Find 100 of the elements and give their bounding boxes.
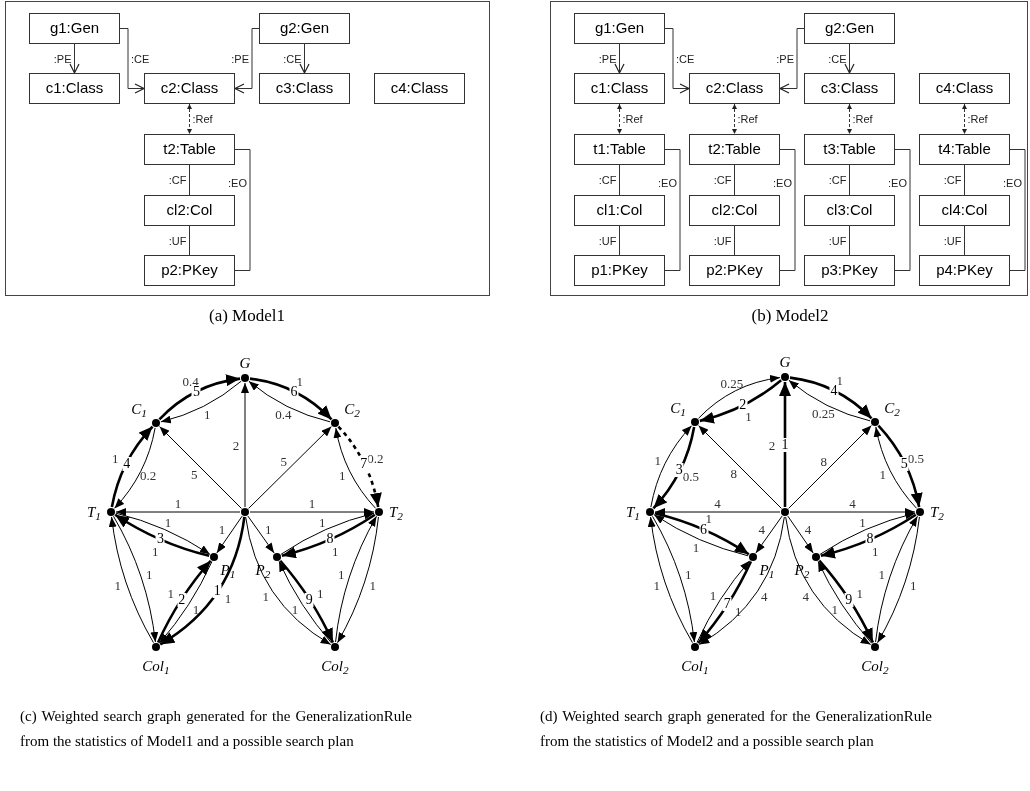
edge-label: :EO [888, 177, 907, 189]
object-box: t2:Table [144, 134, 235, 165]
edge-label: :EO [1003, 177, 1022, 189]
edge-label: 5 [190, 467, 198, 481]
connector-line [964, 225, 965, 256]
edge-label: 4 [849, 496, 856, 510]
edge-label: 1 [319, 515, 326, 529]
search-order-number: 9 [304, 592, 314, 607]
arrow [962, 103, 967, 135]
node-label: T$_{1}$ [87, 504, 101, 520]
edge-label: 0.2 [367, 451, 384, 465]
node-label: Col$_{2}$ [321, 658, 349, 674]
edge-label: :Ref [622, 113, 643, 125]
edge-label: 1 [218, 522, 226, 536]
arrow [755, 515, 783, 554]
node-label: C$_{1}$ [131, 401, 147, 417]
edge-label: 1 [308, 496, 316, 510]
edge-label: 0.25 [811, 406, 835, 420]
edge-label: 1 [836, 373, 844, 387]
edge-label: :UF [828, 235, 847, 246]
edge-label: 1 [705, 511, 712, 525]
edge-label: 1 [338, 567, 345, 581]
edge-label: :CF [168, 174, 187, 186]
object-box: c4:Class [919, 73, 1010, 104]
edge-label: 4 [714, 496, 721, 510]
arrow [69, 43, 80, 74]
node-label: T$_{1}$ [626, 504, 640, 520]
edge-label: 2 [232, 438, 240, 452]
edge-label: 0.5 [682, 469, 699, 483]
edge-label: 4 [802, 589, 810, 603]
search-order-number: 2 [177, 592, 187, 607]
edge-label: :EO [228, 177, 247, 189]
arrow [241, 382, 249, 508]
connector-line [734, 225, 735, 256]
object-box: c2:Class [689, 73, 780, 104]
search-order-number: 1 [780, 437, 790, 452]
object-box: c1:Class [29, 73, 120, 104]
object-box: g1:Gen [574, 13, 665, 44]
object-box: t2:Table [689, 134, 780, 165]
edge-label: :PE [776, 53, 794, 64]
edge-label: 1 [735, 604, 742, 618]
arrow [844, 43, 855, 74]
arrow [115, 508, 241, 516]
object-box: cl2:Col [144, 195, 235, 226]
arrow [159, 426, 242, 509]
edge-label: 4 [758, 522, 765, 536]
edge-label: :Ref [737, 113, 758, 125]
edge-label: :CE [283, 53, 302, 64]
edge-label: 1 [204, 407, 211, 421]
arrow [789, 508, 916, 516]
edge-label: 1 [909, 578, 917, 592]
connector-line [619, 225, 620, 256]
connector-line [849, 225, 850, 256]
arrow [698, 516, 785, 645]
object-box: c3:Class [804, 73, 895, 104]
object-box: p2:PKey [689, 255, 780, 286]
node-label: P$_{1}$ [759, 562, 775, 578]
search-order-number: 3 [674, 463, 684, 478]
edge-label: 1 [145, 567, 153, 581]
search-order-number: 9 [844, 592, 854, 607]
arrow [234, 28, 260, 94]
node-label: Col$_{1}$ [142, 658, 170, 674]
arrow [187, 103, 192, 135]
edge-label: :UF [598, 235, 617, 246]
arrow [160, 380, 242, 424]
arrow [779, 382, 791, 507]
arrow [617, 103, 622, 135]
edge-label: 1 [709, 588, 717, 602]
edge-label: :Ref [967, 113, 988, 125]
edge-label: 1 [653, 578, 661, 592]
edge-label: 1 [317, 586, 324, 600]
object-box: cl4:Col [919, 195, 1010, 226]
edge-label: :PE [598, 53, 617, 64]
edge-label: 2 [768, 438, 776, 451]
edge-label: 1 [174, 496, 182, 510]
search-order-number: 7 [722, 597, 732, 612]
edge-label: 0.2 [140, 468, 157, 482]
node-label: T$_{2}$ [930, 504, 944, 520]
search-order-number: 1 [212, 583, 222, 598]
connector-line [189, 225, 190, 256]
edge-label: 1 [338, 468, 346, 482]
edge-label: 8 [730, 466, 737, 480]
edge-label: 8 [820, 454, 827, 468]
edge-label: :EO [658, 177, 677, 189]
edge-label: 1 [111, 451, 119, 465]
arrow [779, 28, 805, 94]
arrow [248, 426, 332, 509]
node-label: C$_{2}$ [884, 400, 900, 416]
arrow [654, 508, 781, 516]
edge-label: 1 [332, 544, 339, 558]
object-box: t3:Table [804, 134, 895, 165]
edge-label: 1 [871, 544, 879, 558]
edge-label: 0.4 [275, 407, 292, 421]
arrow [247, 515, 275, 554]
node-label: G [239, 355, 251, 371]
object-box: p2:PKey [144, 255, 235, 286]
edge-label: :CF [713, 174, 732, 186]
object-box: cl2:Col [689, 195, 780, 226]
object-box: g2:Gen [804, 13, 895, 44]
edge-label: 5 [280, 454, 287, 468]
